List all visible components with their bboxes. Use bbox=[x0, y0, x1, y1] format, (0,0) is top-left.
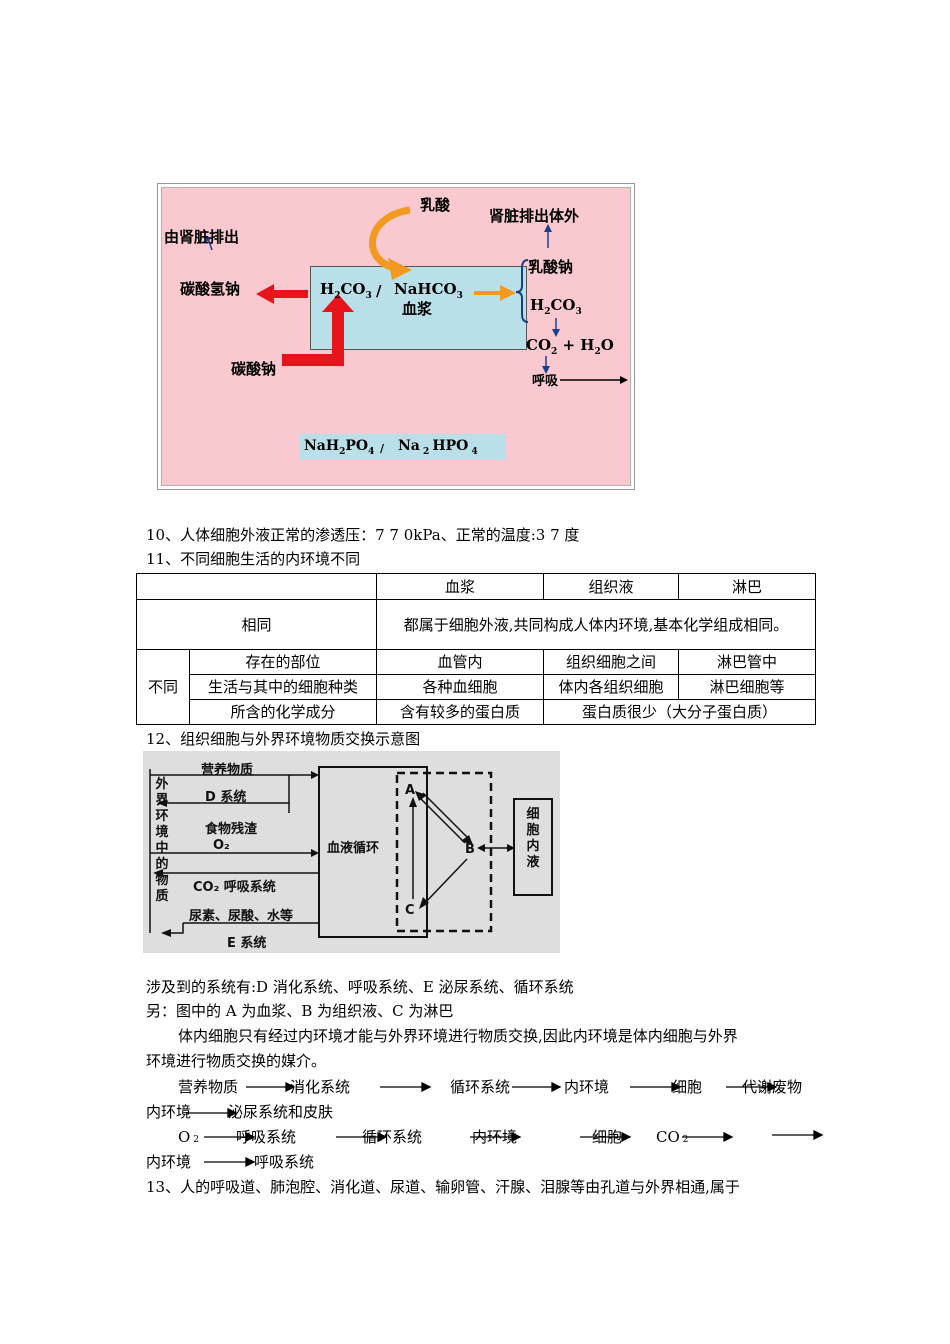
item-12: 12、组织细胞与外界环境物质交换示意图 bbox=[146, 730, 421, 748]
chain1-nutrients: 营养物质 bbox=[178, 1078, 239, 1096]
chain3-internal-env: 内环境 bbox=[472, 1128, 518, 1146]
intracellular-label: 细胞内液 bbox=[526, 807, 540, 870]
chain1-cell: 细胞 bbox=[672, 1078, 703, 1096]
paragraph-line-1: 体内细胞只有经过内环境才能与外界环境进行物质交换,因此内环境是体内细胞与外界 bbox=[178, 1027, 738, 1045]
orange-curve-arrow bbox=[369, 206, 411, 272]
row-cells-tissue: 体内各组织细胞 bbox=[543, 674, 679, 700]
chain-arrows bbox=[186, 1081, 824, 1168]
buffer-diagram: 由肾脏排出 碳酸氢钠 碳酸钠 乳酸 肾脏排出体外 乳酸钠 H2CO3 / NaH… bbox=[157, 183, 635, 490]
node-b: B bbox=[465, 842, 475, 857]
sodium-bicarbonate-label: 碳酸氢钠 bbox=[180, 280, 241, 298]
chain3-o2: O 2 bbox=[178, 1128, 199, 1146]
row-chem-label: 所含的化学成分 bbox=[189, 699, 377, 725]
row-location-tissue: 组织细胞之间 bbox=[543, 649, 679, 675]
chain4-internal-env: 内环境 bbox=[146, 1153, 192, 1171]
sodium-lactate-label: 乳酸钠 bbox=[528, 258, 574, 276]
plasma-separator: / bbox=[376, 282, 382, 300]
header-plasma: 血浆 bbox=[376, 573, 544, 600]
h2co3-label: H2CO3 bbox=[530, 296, 582, 317]
chain2-internal-env: 内环境 bbox=[146, 1103, 192, 1121]
blood-circulation-label: 血液循环 bbox=[327, 841, 380, 856]
d-system-label: D 系统 bbox=[205, 790, 247, 805]
systems-line: 涉及到的系统有:D 消化系统、呼吸系统、E 泌尿系统、循环系统 bbox=[146, 978, 574, 996]
row-location-lymph: 淋巴管中 bbox=[678, 649, 816, 675]
chain1-internal-env: 内环境 bbox=[564, 1078, 610, 1096]
chain1-circulatory: 循环系统 bbox=[450, 1078, 511, 1096]
another-line: 另：图中的 A 为血浆、B 为组织液、C 为淋巴 bbox=[146, 1002, 454, 1020]
food-residue-label: 食物残渣 bbox=[205, 822, 258, 837]
buffer-diagram-arrows bbox=[206, 206, 628, 384]
chain3-cell: 细胞 bbox=[592, 1128, 623, 1146]
e-system-label: E 系统 bbox=[227, 936, 267, 951]
exchange-diagram: 外界环境中的物质 营养物质 D 系统 食物残渣 O₂ CO₂ 呼吸系统 尿素、尿… bbox=[143, 751, 560, 953]
row-chem-plasma: 含有较多的蛋白质 bbox=[376, 699, 544, 725]
kidney-excrete-out-label: 肾脏排出体外 bbox=[489, 207, 580, 225]
same-value: 都属于细胞外液,共同构成人体内环境,基本化学组成相同。 bbox=[376, 599, 816, 650]
row-cells-plasma: 各种血细胞 bbox=[376, 674, 544, 700]
plasma-label: 血浆 bbox=[402, 300, 433, 318]
bracket bbox=[515, 259, 529, 323]
red-arrow-up bbox=[282, 294, 354, 366]
item-11: 11、不同细胞生活的内环境不同 bbox=[146, 550, 361, 568]
node-a: A bbox=[405, 783, 416, 798]
nutrients-label: 营养物质 bbox=[201, 763, 254, 778]
plasma-h2co3: H2CO3 bbox=[320, 280, 372, 301]
row-cells-label: 生活与其中的细胞种类 bbox=[189, 674, 377, 700]
lactic-acid-label: 乳酸 bbox=[420, 196, 451, 214]
paragraph-line-2: 环境进行物质交换的媒介。 bbox=[146, 1052, 327, 1070]
chain1-waste: 代谢废物 bbox=[742, 1078, 803, 1096]
table-corner bbox=[136, 573, 377, 600]
row-cells-lymph: 淋巴细胞等 bbox=[678, 674, 816, 700]
row-chem-tissue-lymph: 蛋白质很少（大分子蛋白质） bbox=[543, 699, 816, 725]
chain1-digestive: 消化系统 bbox=[290, 1078, 351, 1096]
row-location-plasma: 血管内 bbox=[376, 649, 544, 675]
co2-h2o-label: CO2 + H2O bbox=[526, 336, 614, 357]
comparison-table: 血浆 组织液 淋巴 相同 都属于细胞外液,共同构成人体内环境,基本化学组成相同。… bbox=[136, 573, 816, 725]
sodium-carbonate-label: 碳酸钠 bbox=[231, 360, 277, 378]
chain2-urinary-skin: 泌尿系统和皮肤 bbox=[228, 1103, 334, 1121]
o2-label: O₂ bbox=[213, 838, 230, 853]
chain3-co2: OCO 2 bbox=[656, 1128, 689, 1146]
buffer-nah2po4: NaH2PO4 bbox=[304, 438, 375, 457]
outside-environment-label: 外界环境中的物质 bbox=[155, 777, 169, 904]
item-13: 13、人的呼吸道、肺泡腔、消化道、尿道、输卵管、汗腺、泪腺等由孔道与外界相通,属… bbox=[146, 1178, 740, 1196]
diff-label: 不同 bbox=[136, 649, 190, 725]
chain3-circulatory: 循环系统 bbox=[362, 1128, 423, 1146]
breathing-label: 呼吸 bbox=[532, 374, 559, 389]
buffer-diagram-panel: 由肾脏排出 碳酸氢钠 碳酸钠 乳酸 肾脏排出体外 乳酸钠 H2CO3 / NaH… bbox=[161, 187, 631, 486]
plasma-nahco3: NaHCO3 bbox=[394, 280, 463, 301]
item-10: 10、人体细胞外液正常的渗透压：7 7 0kPa、正常的温度:3 7 度 bbox=[146, 526, 580, 544]
buffer-na2hpo4: Na 2 HPO 4 bbox=[398, 438, 478, 457]
exchange-diagram-lines bbox=[149, 766, 553, 938]
header-tissue-fluid: 组织液 bbox=[543, 573, 679, 600]
node-c: C bbox=[405, 903, 415, 918]
same-label: 相同 bbox=[136, 599, 377, 650]
red-arrow-left bbox=[256, 284, 308, 304]
chain4-respiratory: 呼吸系统 bbox=[254, 1153, 315, 1171]
chain3-respiratory: 呼吸系统 bbox=[236, 1128, 297, 1146]
phosphate-buffer-box bbox=[300, 434, 506, 460]
co2-respiratory-label: CO₂ 呼吸系统 bbox=[193, 880, 276, 895]
header-lymph: 淋巴 bbox=[678, 573, 816, 600]
kidney-excrete-label: 由肾脏排出 bbox=[164, 228, 240, 246]
orange-arrow-right bbox=[474, 285, 516, 301]
row-location-label: 存在的部位 bbox=[189, 649, 377, 675]
urea-label: 尿素、尿酸、水等 bbox=[189, 909, 294, 924]
buffer-separator: / bbox=[380, 442, 385, 455]
